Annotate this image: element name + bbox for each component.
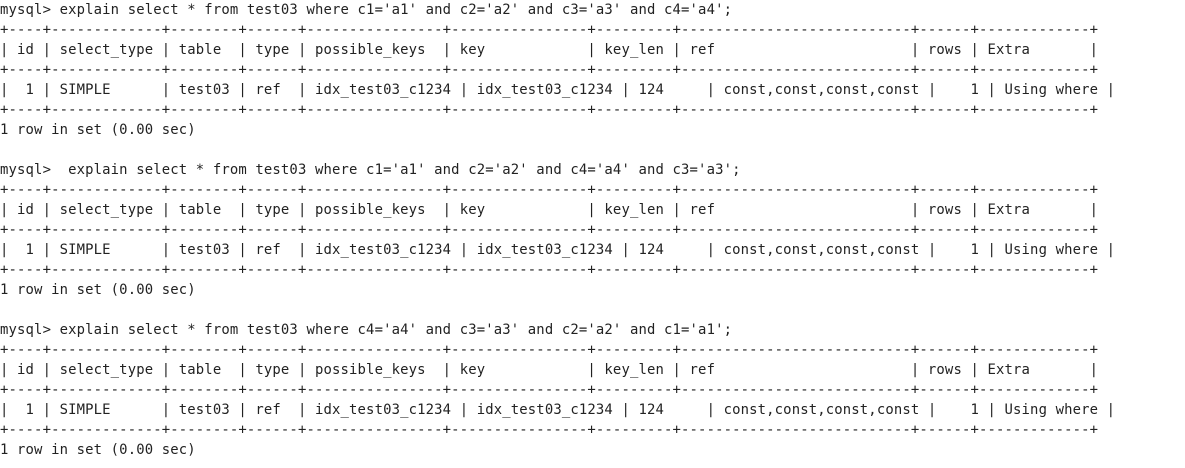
table-border-top: +----+-------------+--------+------+----…	[0, 182, 1099, 198]
table-row: | 1 | SIMPLE | test03 | ref | idx_test03…	[0, 402, 1116, 418]
table-header-row: | id | select_type | table | type | poss…	[0, 362, 1099, 378]
result-summary: 1 row in set (0.00 sec)	[0, 442, 196, 458]
command-line: mysql> explain select * from test03 wher…	[0, 322, 733, 338]
query-block-2: mysql> explain select * from test03 wher…	[0, 160, 1185, 320]
table-border-top: +----+-------------+--------+------+----…	[0, 342, 1099, 358]
table-border-mid: +----+-------------+--------+------+----…	[0, 62, 1099, 78]
table-border-bottom: +----+-------------+--------+------+----…	[0, 422, 1099, 438]
table-border-mid: +----+-------------+--------+------+----…	[0, 382, 1099, 398]
blank-line	[0, 300, 1185, 320]
table-row: | 1 | SIMPLE | test03 | ref | idx_test03…	[0, 242, 1116, 258]
table-border-bottom: +----+-------------+--------+------+----…	[0, 102, 1099, 118]
command-line: mysql> explain select * from test03 wher…	[0, 162, 741, 178]
query-block-3: mysql> explain select * from test03 wher…	[0, 320, 1185, 460]
result-summary: 1 row in set (0.00 sec)	[0, 282, 196, 298]
table-border-mid: +----+-------------+--------+------+----…	[0, 222, 1099, 238]
blank-line	[0, 140, 1185, 160]
table-header-row: | id | select_type | table | type | poss…	[0, 202, 1099, 218]
command-line: mysql> explain select * from test03 wher…	[0, 2, 733, 18]
table-row: | 1 | SIMPLE | test03 | ref | idx_test03…	[0, 82, 1116, 98]
result-summary: 1 row in set (0.00 sec)	[0, 122, 196, 138]
table-border-top: +----+-------------+--------+------+----…	[0, 22, 1099, 38]
table-header-row: | id | select_type | table | type | poss…	[0, 42, 1099, 58]
query-block-1: mysql> explain select * from test03 wher…	[0, 0, 1185, 160]
table-border-bottom: +----+-------------+--------+------+----…	[0, 262, 1099, 278]
